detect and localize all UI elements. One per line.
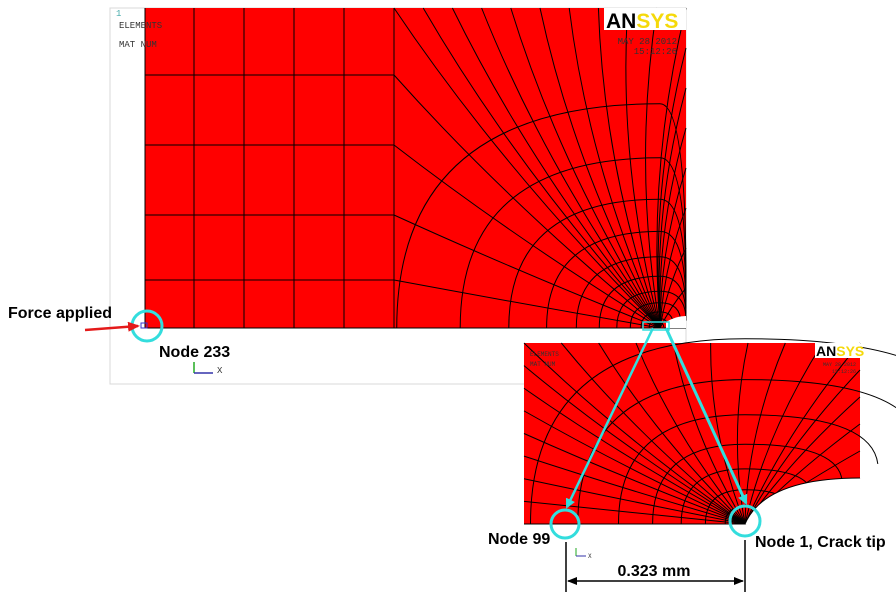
main-mesh-radial <box>393 74 661 329</box>
main-mesh-radial <box>656 7 687 329</box>
zoom-mesh-radial <box>523 500 746 525</box>
node-99-highlight <box>549 508 581 540</box>
main-mesh-lines <box>144 7 687 329</box>
main-mesh-radial <box>481 7 661 329</box>
ansys-logo: ANSYS <box>606 10 678 33</box>
force-applied-label: Force applied <box>8 305 112 322</box>
force-arrow <box>84 321 140 332</box>
zoom-mesh-ring <box>530 338 896 525</box>
main-mesh-ring <box>654 322 665 329</box>
zoom-mesh-ring <box>652 443 843 525</box>
main-mesh-radial <box>658 87 687 329</box>
axis-triad-icon: X <box>193 362 223 376</box>
main-mesh-radial <box>625 7 661 329</box>
axis-x-label: X <box>217 366 223 376</box>
zoom-ansys-logo: ANSYS <box>816 343 864 359</box>
main-mesh-radial <box>422 7 661 329</box>
main-mesh-radial <box>645 7 661 329</box>
main-mesh-radial <box>539 7 661 329</box>
main-mesh-radial <box>393 7 661 329</box>
main-mesh-ring <box>598 275 687 329</box>
zoom-mesh-radial <box>560 342 746 525</box>
node-233-label: Node 233 <box>159 344 230 361</box>
zoom-mesh-radial <box>523 365 746 525</box>
dimension-label: 0.323 mm <box>618 563 691 580</box>
main-mesh-radial <box>451 7 661 329</box>
node-1-highlight <box>728 504 762 538</box>
main-mesh-ring <box>396 103 687 329</box>
main-mesh-ring <box>616 290 687 329</box>
zoom-notch <box>745 478 860 524</box>
zoom-mesh-radial <box>672 342 746 525</box>
main-mesh-radial <box>393 144 661 329</box>
main-mesh-ring <box>640 311 674 329</box>
zoom-mesh-ring <box>618 414 879 525</box>
main-mesh-radial <box>657 47 687 329</box>
plot-date: MAY 28 2012 <box>618 37 677 47</box>
zoom-mesh-radial <box>523 478 746 525</box>
main-ansys-view: 1 ELEMENTS MAT NUM MAY 28 2012 15:12:26 … <box>109 7 687 385</box>
main-mesh-radial <box>659 207 687 329</box>
zoom-plot-date: MAY 28 2012 <box>823 362 856 368</box>
zoom-mesh-radial <box>744 342 824 525</box>
zoom-mesh-radial <box>523 410 746 525</box>
main-mesh-radial <box>659 167 687 329</box>
node-233-marker <box>140 322 148 329</box>
main-mesh-radial <box>659 247 687 329</box>
zoom-plot-title: ELEMENTS <box>530 351 559 358</box>
main-mesh-radial <box>393 279 661 329</box>
zoom-plot-time: 15:12:26 <box>832 369 856 375</box>
zoom-mesh-radial <box>523 455 746 525</box>
connector-arrow-node-99 <box>565 327 655 509</box>
main-mesh-radial <box>597 7 661 329</box>
plot-time: 15:12:26 <box>634 47 677 57</box>
zoom-notch-edge <box>744 477 861 525</box>
main-mesh-ring <box>629 302 682 329</box>
node-99-label: Node 99 <box>488 531 550 548</box>
main-notch <box>666 316 686 328</box>
node-1-label: Node 1, Crack tip <box>755 534 886 551</box>
main-mesh-radial <box>568 7 661 329</box>
main-mesh-ring <box>508 198 687 329</box>
annotations: Force applied Node 233 Node 99 Node 1, C… <box>8 305 886 592</box>
main-mesh-ring <box>575 256 687 329</box>
connector-arrow-node-1 <box>664 327 748 505</box>
main-mesh-ring <box>459 157 687 329</box>
main-mesh-radial <box>393 214 661 329</box>
zoom-mesh-radial <box>744 342 861 525</box>
main-mesh-fill <box>145 8 686 328</box>
main-mesh-ring <box>546 230 687 329</box>
main-mesh-radial <box>659 287 687 329</box>
zoom-plot-subtitle: MAT NUM <box>530 361 556 368</box>
zoom-mesh-radial <box>744 369 861 525</box>
zoom-ansys-view: ELEMENTS MAT NUM ANSYS MAY 28 2012 15:12… <box>523 338 896 568</box>
zoom-mesh-radial <box>710 342 746 525</box>
plot-title: ELEMENTS <box>119 21 162 31</box>
main-mesh-radial <box>659 127 687 329</box>
zoom-axis-triad-icon: X <box>575 548 592 560</box>
zoom-mesh-radial <box>635 342 746 525</box>
zoom-axis-x-label: X <box>588 553 592 560</box>
logo-background <box>604 8 686 30</box>
zoom-mesh-radial <box>523 387 746 525</box>
zoom-mesh-radial <box>523 433 746 525</box>
zoom-mesh-ring <box>680 468 813 525</box>
zoom-source-box <box>642 321 670 331</box>
plot-subtitle: MAT NUM <box>119 40 157 50</box>
window-number: 1 <box>116 9 121 19</box>
zoom-logo-background <box>815 343 860 358</box>
